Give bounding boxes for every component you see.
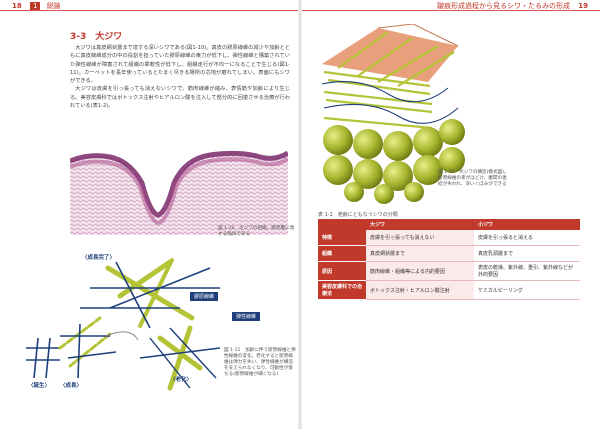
- table-cell: 表皮の乾燥、紫外線、重引、紫外線などが外的要因: [474, 261, 580, 281]
- fiber-aging-diagram: [26, 258, 220, 391]
- table-cell: ケミカルピーリング: [474, 280, 580, 300]
- birth-fiber-cluster: [26, 337, 60, 379]
- right-header: 皺痕形成過程から見るシワ・たるみの形成 19: [437, 1, 588, 11]
- label-growing: 〈成長〉: [60, 383, 83, 389]
- chapter-number-badge: 1: [29, 2, 41, 10]
- chapter-name: 総論: [46, 2, 61, 10]
- row-label: 原因: [318, 261, 366, 281]
- growing-fiber-cluster: [58, 316, 117, 379]
- figure-1-11-caption: 図 1-11 加齢に伴う膠原線維と弾性線維の変化。老化すると膠原線維は弾力を失い…: [224, 348, 296, 377]
- figure-1-12-caption: 図 1-12 大ジワの構造(模式図)。膠原線維の束がほどけ、層間の連結が失われ、…: [438, 170, 509, 187]
- table-cell: 真皮網状層まで: [366, 245, 474, 262]
- fat-cell-spheres: [323, 119, 465, 204]
- paragraph-1: 大ジワは真皮網状層まで達する深いシワである(図1-10)。真皮の膠原線維の減少や…: [70, 45, 290, 85]
- table-cell: 真皮乳頭層まで: [474, 245, 580, 262]
- paragraph-2: 大ジワは皮膚を引っ張っても消えないシワで、筋肉線維が縮み、表情筋や加齢により生じ…: [70, 86, 290, 110]
- figure-1-10-caption: 図 1-10 大ジワの組織。網状層に達する陥凹である: [218, 226, 295, 237]
- table-cell: 皮膚を引っ張ると消える: [474, 230, 580, 246]
- label-collagen-fiber: 膠原線維: [190, 292, 219, 301]
- aging-fiber-cluster: [139, 325, 220, 391]
- table-row: 組織 真皮網状層まで 真皮乳頭層まで: [318, 245, 580, 262]
- section-body: 大ジワは真皮網状層まで達する深いシワである(図1-10)。真皮の膠原線維の減少や…: [70, 44, 290, 110]
- label-aging: 〈老化〉: [170, 377, 193, 383]
- collagen-fiber-layers: [323, 31, 455, 130]
- book-spine: [298, 0, 302, 429]
- row-label: 美容皮膚科での治療法: [318, 280, 366, 300]
- left-header: 18 1 総論: [12, 1, 61, 11]
- label-elastic-fiber: 弾性線維: [232, 312, 261, 321]
- histology-image: [70, 143, 288, 235]
- elastic-fiber-layers: [321, 81, 459, 124]
- label-growth-complete: 〈成長完了〉: [82, 255, 116, 261]
- wrinkle-classification-table: 大ジワ 小ジワ 特徴 皮膚を引っ張っても消えない 皮膚を引っ張ると消える 組織 …: [318, 219, 580, 300]
- table-header-small: 小ジワ: [474, 219, 580, 230]
- table-row: 美容皮膚科での治療法 ボトックス注射・ヒアルロン酸注射 ケミカルピーリング: [318, 280, 580, 300]
- table-header-blank: [318, 219, 366, 230]
- table-cell: 筋肉線維・組織等による内的要因: [366, 261, 474, 281]
- table-title: 表 1-2 老齢にともなうシワの分類: [318, 212, 398, 218]
- left-page-number: 18: [12, 2, 22, 10]
- table-cell: ボトックス注射・ヒアルロン酸注射: [366, 280, 474, 300]
- label-birth: 〈誕生〉: [28, 383, 51, 389]
- section-title: 3-3 大ジワ: [70, 32, 123, 42]
- row-label: 組織: [318, 245, 366, 262]
- running-title: 皺痕形成過程から見るシワ・たるみの形成: [437, 2, 571, 10]
- table-row: 原因 筋肉線維・組織等による内的要因 表皮の乾燥、紫外線、重引、紫外線などが外的…: [318, 261, 580, 281]
- row-label: 特徴: [318, 230, 366, 246]
- table-header-row: 大ジワ 小ジワ: [318, 219, 580, 230]
- histology-micrograph: [70, 143, 288, 235]
- table-row: 特徴 皮膚を引っ張っても消えない 皮膚を引っ張ると消える: [318, 230, 580, 246]
- skin-surface-layer: [322, 28, 458, 82]
- table-cell: 皮膚を引っ張っても消えない: [366, 230, 474, 246]
- wrinkle-structure-illustration: [321, 24, 465, 204]
- mature-fiber-cluster: [80, 258, 220, 329]
- table-header-large: 大ジワ: [366, 219, 474, 230]
- right-page-number: 19: [578, 2, 588, 10]
